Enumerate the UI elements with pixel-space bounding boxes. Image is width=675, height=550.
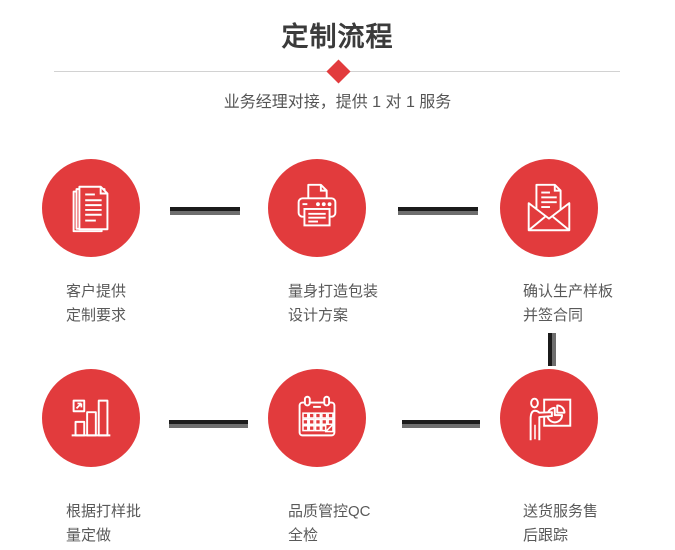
step2-circle [268,159,366,257]
calendar-icon [298,395,336,437]
page-title: 定制流程 [281,22,394,52]
diamond-icon [326,59,351,84]
step3-circle [500,159,598,257]
printer-icon [297,183,337,227]
step6-label: 送货服务售 后跟踪 [523,503,599,544]
step1-label: 客户提供 定制要求 [66,283,127,324]
step2-label: 量身打造包装 设计方案 [288,283,379,324]
connector-step5-step6 [402,420,480,428]
connector-step4-step5 [169,420,248,428]
step6-circle [500,369,598,467]
bar-chart-icon [71,399,111,437]
step3-label: 确认生产样板 并签合同 [523,283,614,324]
subtitle: 业务经理对接，提供 1 对 1 服务 [223,94,452,111]
connector-step3-step6 [548,333,556,366]
envelope-icon [527,183,571,232]
step4-circle [42,369,140,467]
documents-icon [72,185,109,233]
connector-step2-step3 [398,207,478,215]
presenter-icon [529,397,572,441]
step4-label: 根据打样批 量定做 [66,503,142,544]
step5-circle [268,369,366,467]
step5-label: 品质管控QC 全检 [288,503,371,544]
connector-step1-step2 [170,207,240,215]
step1-circle [42,159,140,257]
